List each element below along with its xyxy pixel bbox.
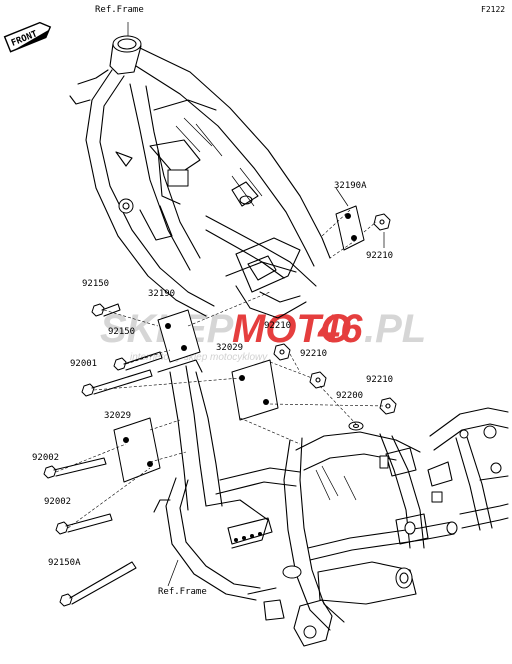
- label-92210-a: 92210: [366, 251, 393, 261]
- label-figure-code: F2122: [481, 5, 505, 14]
- label-92210-b: 92210: [264, 321, 291, 331]
- label-92210-d: 92210: [366, 375, 393, 385]
- bracket-32029-a: [231, 359, 279, 421]
- label-92002-a: 92002: [32, 453, 59, 463]
- label-92150-a: 92150: [82, 279, 109, 289]
- bracket-32190: [157, 309, 201, 363]
- bolt-92002-a: [43, 457, 107, 479]
- labels: Ref.Frame F2122 32190A 92210 92150 32190…: [32, 5, 505, 597]
- upper-frame: [69, 35, 331, 319]
- label-92200: 92200: [336, 391, 363, 401]
- label-ref-frame-bottom: Ref.Frame: [158, 587, 207, 597]
- leader-lines: [55, 22, 387, 587]
- nut-92210-b: [273, 343, 291, 361]
- washer-92200: [348, 421, 364, 431]
- bracket-32029-b: [113, 417, 161, 483]
- watermark: SKLEP MOTO 46 .PL internetowy sklep moto…: [100, 307, 426, 363]
- bolt-92150a: [59, 561, 137, 607]
- nut-92210-a: [373, 213, 391, 231]
- label-32029-a: 32029: [216, 343, 243, 353]
- label-92002-b: 92002: [44, 497, 71, 507]
- label-92001: 92001: [70, 359, 97, 369]
- watermark-part3: 46: [317, 307, 363, 351]
- watermark-part2: MOTO: [232, 307, 351, 351]
- label-32029-b: 32029: [104, 411, 131, 421]
- label-92210-c: 92210: [300, 349, 327, 359]
- label-92150a: 92150A: [48, 558, 81, 568]
- bolt-92150-upper: [91, 303, 121, 317]
- lower-frame: [247, 407, 509, 647]
- nut-92210-c: [309, 371, 327, 389]
- label-ref-frame-top: Ref.Frame: [95, 5, 144, 15]
- label-92150-b: 92150: [108, 327, 135, 337]
- label-32190: 32190: [148, 289, 175, 299]
- front-badge: FRONT: [3, 21, 52, 53]
- label-32190a: 32190A: [334, 181, 367, 191]
- bracket-32190a: [335, 205, 365, 251]
- watermark-part4: .PL: [364, 307, 426, 351]
- bolt-92002-b: [55, 513, 113, 535]
- bolt-92150-lower: [113, 351, 163, 371]
- bolt-92001: [81, 369, 153, 397]
- front-downtube-lower: [153, 359, 301, 601]
- watermark-subtitle: internetowy sklep motocyklowy: [130, 352, 268, 363]
